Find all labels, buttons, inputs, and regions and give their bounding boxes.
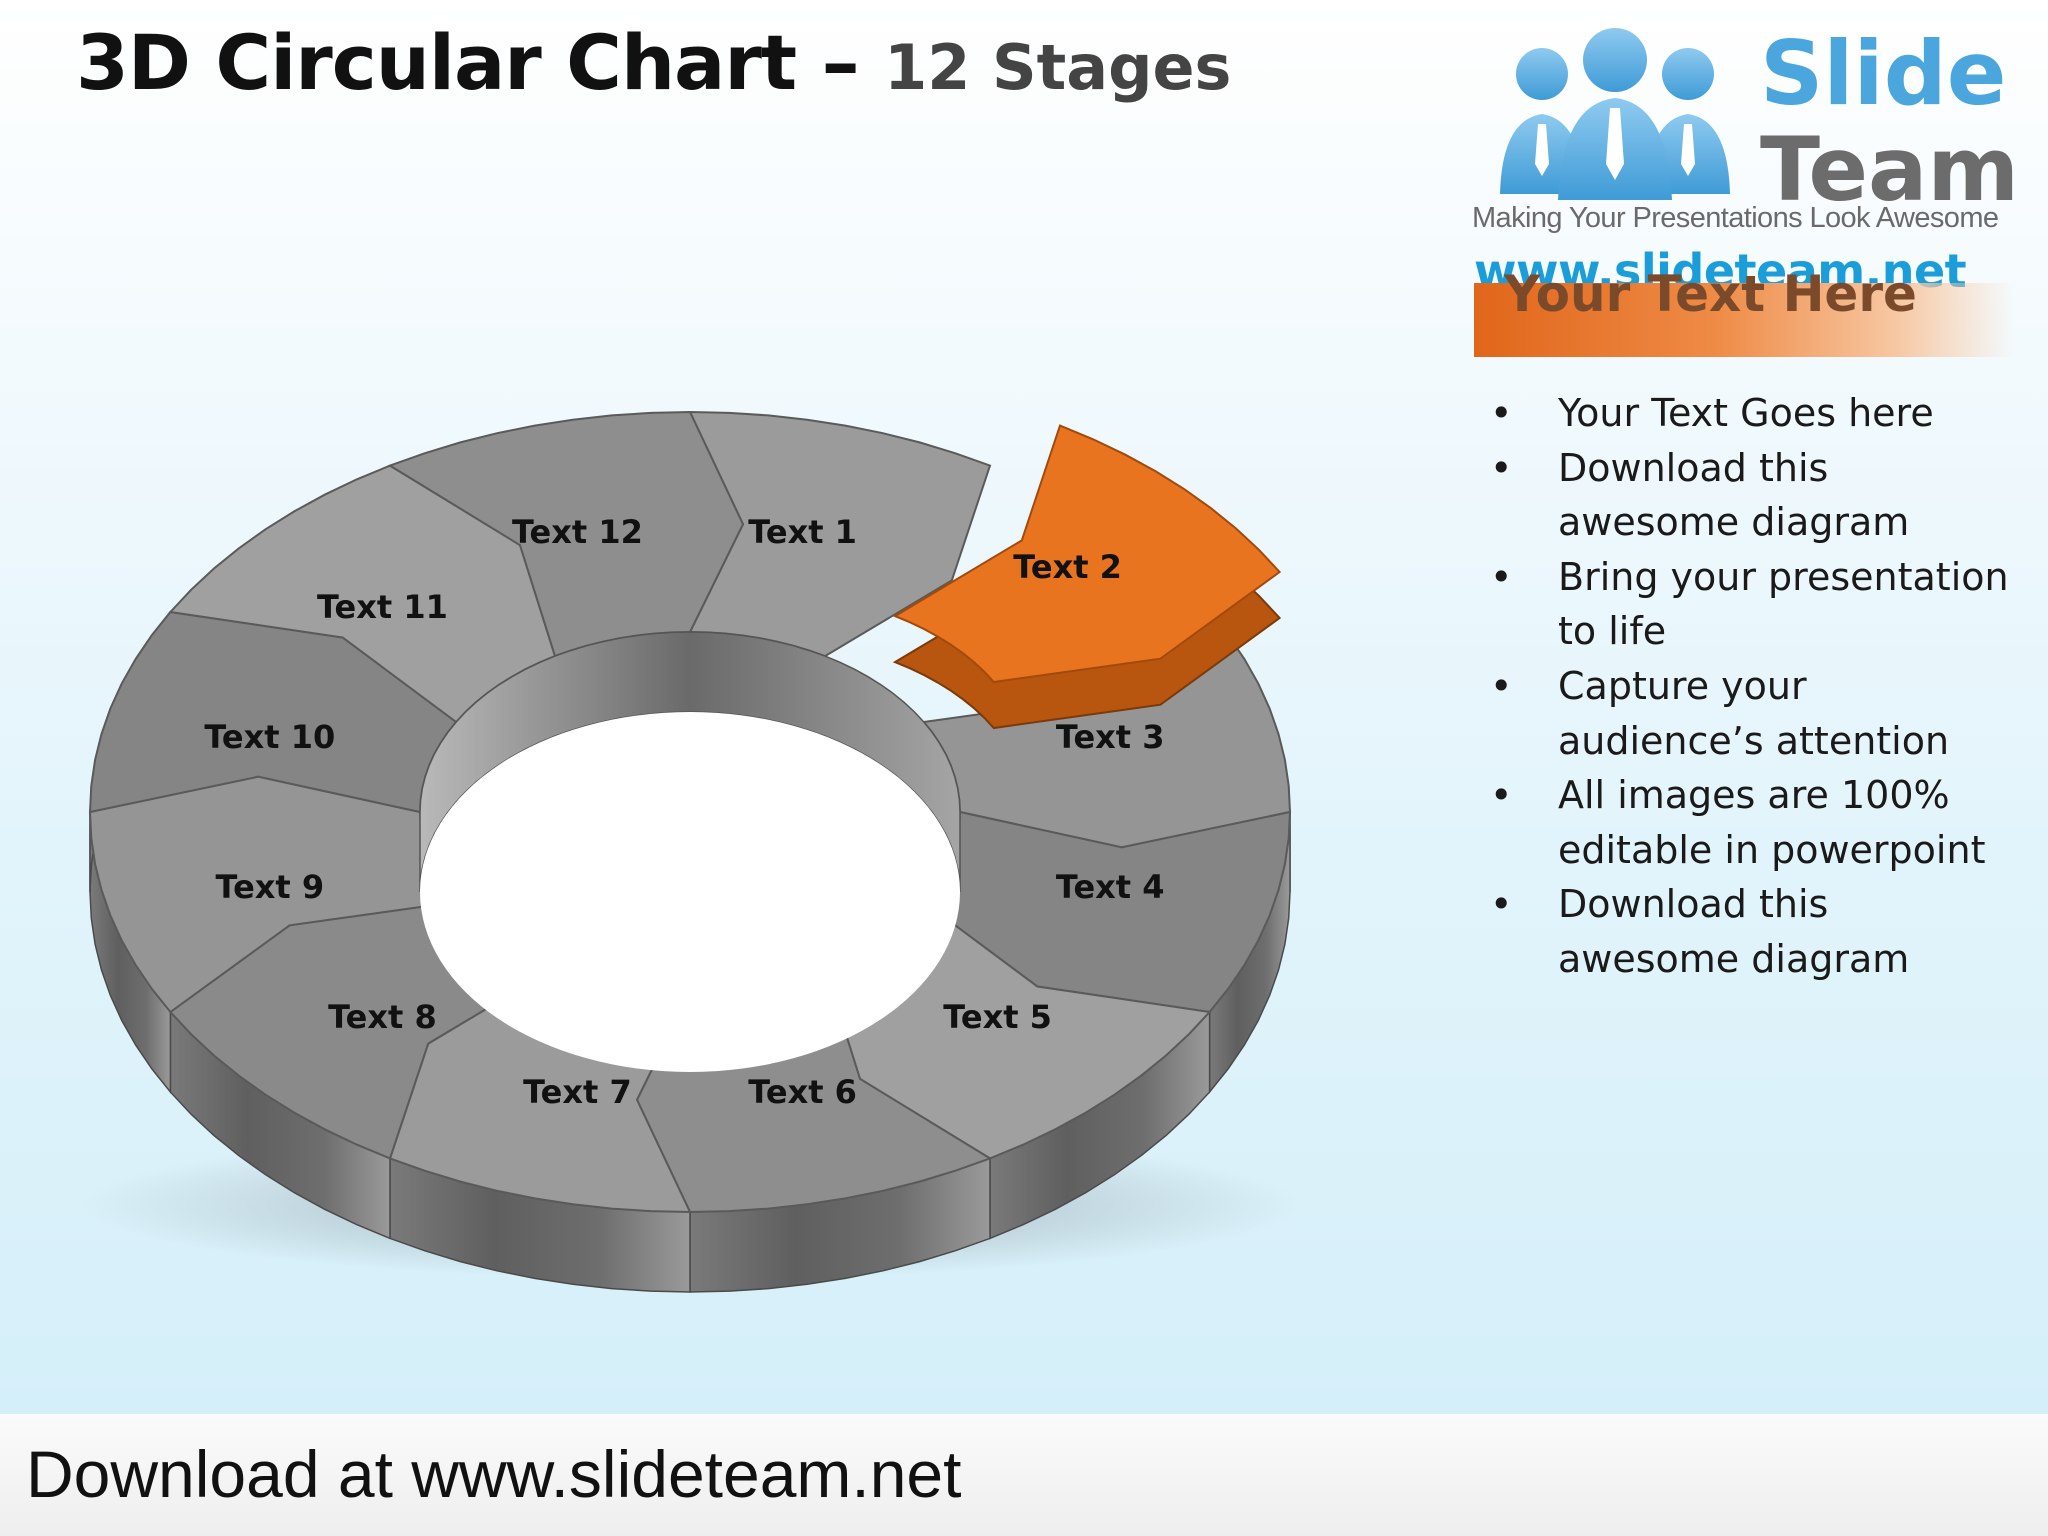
stage-label: Text 4 [1056, 868, 1165, 906]
stage-label: Text 5 [943, 998, 1052, 1036]
title-subtitle: 12 Stages [884, 31, 1232, 104]
stage-label: Text 3 [1056, 718, 1165, 756]
bullet-item: Bring your presentation to life [1490, 550, 2020, 659]
bullet-item: All images are 100% editable in powerpoi… [1490, 768, 2020, 877]
stage-label: Text 1 [748, 513, 857, 551]
footer-band [0, 1414, 2048, 1536]
bullet-list: Your Text Goes here Download this awesom… [1490, 386, 2020, 987]
stage-label: Text 12 [512, 513, 643, 551]
logo-word-team: Team [1760, 118, 2020, 221]
highlighted-segment [892, 424, 1282, 730]
panel-header-bar: Your Text Here [1474, 265, 2014, 357]
people-icon [1500, 28, 1730, 200]
ring-center-hole [420, 712, 960, 1072]
logo-word-slide: Slide [1760, 22, 2007, 125]
title-main: 3D Circular Chart [76, 18, 797, 107]
stage-label: Text 10 [204, 718, 335, 756]
stage-label: Text 11 [317, 588, 448, 626]
stage-label: Text 2 [1013, 548, 1122, 586]
stage-labels: Text 1 Text 2 Text 3 Text 4 Text 5 Text 6 Text… [204, 513, 1164, 1111]
title-dash: – [821, 18, 860, 107]
bullet-item: Download this awesome diagram [1490, 877, 2020, 986]
circular-diagram: Text 1 Text 2 Text 3 Text 4 Text 5 Text 6 Text… [80, 410, 1300, 1293]
bullet-item: Capture your audience’s attention [1490, 659, 2020, 768]
highlight-segment-top [892, 424, 1282, 684]
footer-text: Download at www.slideteam.net [26, 1437, 962, 1511]
bullet-item: Your Text Goes here [1490, 386, 2020, 441]
stage-label: Text 8 [328, 998, 437, 1036]
stage-label: Text 9 [215, 868, 324, 906]
logo-tagline: Making Your Presentations Look Awesome [1472, 202, 1999, 234]
slideteam-logo: Slide Team Making Your Presentations Loo… [1460, 18, 2020, 318]
panel-header-text: Your Text Here [1504, 265, 1917, 323]
stage-label: Text 7 [523, 1073, 632, 1111]
slide-title: 3D Circular Chart – 12 Stages [76, 18, 1231, 107]
stage-label: Text 6 [748, 1073, 857, 1111]
bullet-item: Download this awesome diagram [1490, 441, 2020, 550]
